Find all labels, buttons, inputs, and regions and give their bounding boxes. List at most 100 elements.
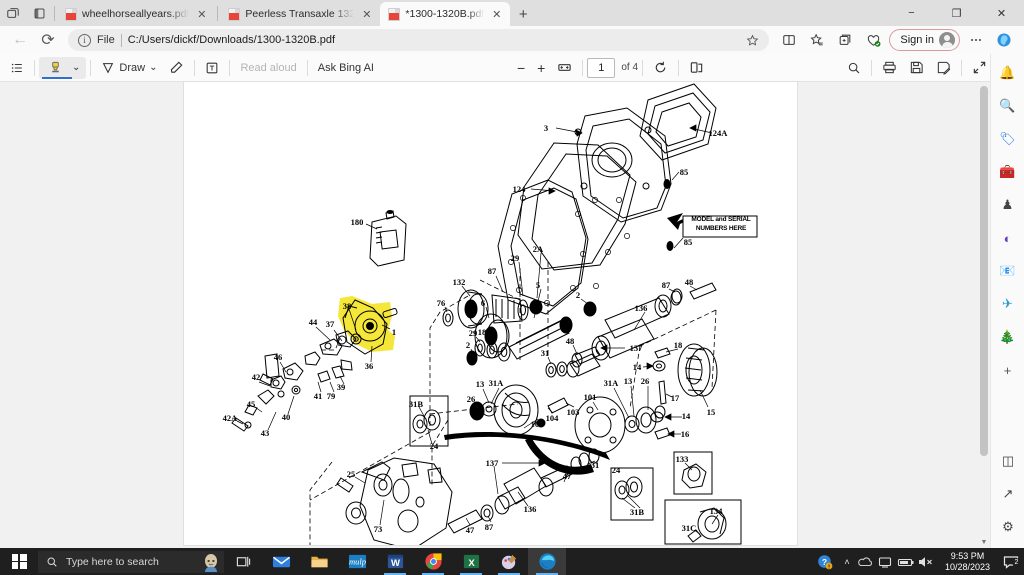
clock-time: 9:53 PM: [950, 550, 985, 561]
close-icon[interactable]: ✕: [197, 8, 207, 21]
taskbar-app-mulp[interactable]: mulp: [338, 548, 376, 575]
part-callout: 24: [611, 465, 621, 475]
browser-tab-2[interactable]: Peerless Transaxle 1320 Hydro IP ✕: [220, 2, 380, 26]
collections-icon[interactable]: [831, 28, 859, 52]
split-pane-icon[interactable]: ◫: [1001, 453, 1015, 468]
page-view-icon[interactable]: [683, 57, 710, 79]
taskbar-app-chrome[interactable]: [414, 548, 452, 575]
taskbar-app-edge[interactable]: [528, 548, 566, 575]
sign-in-button[interactable]: Sign in: [889, 29, 960, 51]
part-callout: 124: [512, 184, 526, 194]
battery-icon[interactable]: [897, 554, 917, 570]
scroll-down-arrow[interactable]: ▼: [980, 538, 988, 546]
divider: [120, 33, 122, 47]
print-icon[interactable]: [876, 57, 903, 79]
search-icon[interactable]: [841, 57, 867, 79]
table-of-contents-icon[interactable]: [4, 57, 30, 79]
highlight-dropdown-caret[interactable]: ⌄: [72, 62, 81, 73]
outlook-icon[interactable]: 📧: [999, 263, 1016, 278]
sidebar-settings-icon[interactable]: ⚙: [1002, 519, 1014, 534]
games-icon[interactable]: ♟: [1001, 197, 1014, 212]
copilot-icon[interactable]: [990, 28, 1018, 52]
taskbar-clock[interactable]: 9:53 PM 10/28/2023: [937, 551, 998, 573]
taskbar-app-mail[interactable]: [262, 548, 300, 575]
model-serial-line1: MODEL and SERIAL: [691, 216, 751, 223]
onedrive-icon[interactable]: [857, 554, 877, 570]
ask-bing-ai-button[interactable]: Ask Bing AI: [317, 61, 374, 74]
user-avatar-icon[interactable]: [202, 553, 220, 575]
search-icon[interactable]: 🔍: [999, 98, 1016, 113]
page-number-input[interactable]: 1: [587, 57, 616, 78]
part-callout: 180: [350, 217, 364, 227]
close-window-button[interactable]: ✕: [996, 7, 1007, 20]
refresh-button[interactable]: ⟳: [41, 32, 55, 49]
page-scrollbar[interactable]: ▲ ▼: [978, 82, 990, 548]
taskbar-app-excel[interactable]: X: [452, 548, 490, 575]
more-options-icon[interactable]: [962, 28, 990, 52]
rotate-icon[interactable]: [647, 57, 674, 79]
url-bar[interactable]: i File C:/Users/dickf/Downloads/1300-132…: [68, 29, 770, 51]
browser-tab-1[interactable]: wheelhorseallyears.pdf ✕: [57, 2, 215, 26]
tab-actions-icon[interactable]: [26, 0, 52, 26]
fit-page-icon[interactable]: [551, 57, 578, 79]
taskbar-app-paint[interactable]: [490, 548, 528, 575]
part-callout: 101: [583, 392, 597, 402]
zoom-in-button[interactable]: +: [537, 59, 546, 76]
highlight-icon[interactable]: [42, 57, 69, 79]
back-button[interactable]: ←: [12, 31, 28, 48]
part-callout: 31: [590, 460, 600, 470]
scrollbar-thumb[interactable]: [980, 86, 988, 456]
action-center-icon[interactable]: 2: [998, 554, 1024, 570]
notifications-icon[interactable]: 🔔: [999, 65, 1016, 80]
search-input[interactable]: Type here to search: [38, 550, 224, 575]
model-serial-line2: NUMBERS HERE: [695, 225, 747, 232]
pdf-page[interactable]: .ln { fill:none; stroke:#000; stroke-wid…: [184, 82, 797, 545]
part-callout: 103: [566, 407, 580, 417]
task-view-icon[interactable]: [224, 548, 262, 575]
browser-essentials-icon[interactable]: [859, 28, 887, 52]
star-icon[interactable]: [746, 34, 759, 47]
save-icon[interactable]: [903, 57, 930, 79]
zoom-out-button[interactable]: −: [516, 59, 526, 76]
favorites-add-icon[interactable]: [803, 28, 831, 52]
part-callout: 31B: [408, 399, 424, 409]
save-as-icon[interactable]: [930, 57, 957, 79]
tools-icon[interactable]: 🧰: [999, 164, 1016, 179]
tree-icon[interactable]: 🎄: [999, 329, 1016, 344]
address-bar: ← ⟳ i File C:/Users/dickf/Downloads/1300…: [0, 26, 1024, 54]
telegram-icon[interactable]: ✈: [1002, 296, 1013, 311]
minimize-button[interactable]: −: [908, 7, 915, 19]
part-callout: 13: [475, 379, 485, 389]
copilot-icon[interactable]: ◐: [1003, 230, 1012, 246]
taskbar-app-file-explorer[interactable]: [300, 548, 338, 575]
volume-muted-icon[interactable]: [917, 554, 937, 570]
open-external-icon[interactable]: ↗: [1002, 486, 1014, 501]
close-icon[interactable]: ✕: [492, 8, 502, 21]
display-icon[interactable]: [877, 554, 897, 570]
workspaces-icon[interactable]: [0, 0, 26, 26]
close-icon[interactable]: ✕: [362, 8, 372, 21]
pdf-viewer-area[interactable]: .ln { fill:none; stroke:#000; stroke-wid…: [0, 82, 1024, 548]
file-scheme-label: File: [97, 34, 115, 46]
part-callout: 76: [436, 298, 446, 308]
maximize-button[interactable]: ❐: [951, 7, 962, 20]
add-text-icon[interactable]: [199, 57, 225, 79]
help-alert-icon[interactable]: ?!: [817, 554, 837, 570]
add-sidebar-app-icon[interactable]: +: [1003, 362, 1012, 378]
draw-dropdown-caret[interactable]: ⌄: [149, 62, 158, 73]
info-icon[interactable]: i: [78, 33, 91, 47]
highlight-tool[interactable]: ⌄: [39, 56, 87, 79]
show-hidden-icons-chevron[interactable]: ˄: [844, 556, 850, 567]
part-callout: 136: [523, 504, 537, 514]
browser-tab-3-active[interactable]: *1300-1320B.pdf ✕: [380, 2, 511, 26]
split-screen-icon[interactable]: [775, 28, 803, 52]
draw-tool[interactable]: Draw ⌄: [95, 57, 163, 79]
part-callout: 36: [364, 361, 374, 371]
fullscreen-icon[interactable]: [966, 57, 993, 79]
new-tab-button[interactable]: +: [518, 5, 528, 23]
start-button[interactable]: [0, 548, 38, 575]
shopping-tag-icon[interactable]: 🏷: [999, 131, 1016, 146]
toolbar-divider: [871, 59, 872, 76]
taskbar-app-word[interactable]: W: [376, 548, 414, 575]
erase-icon[interactable]: [163, 57, 190, 79]
